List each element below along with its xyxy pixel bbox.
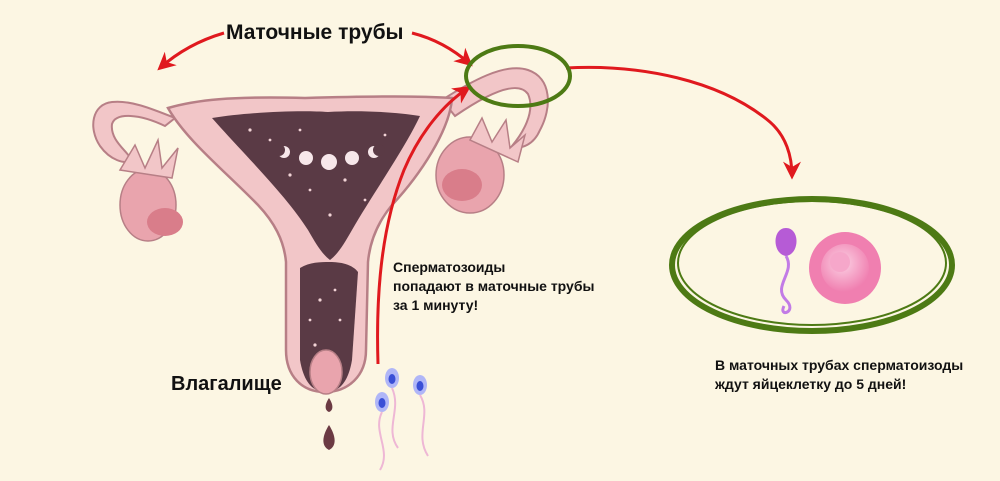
blood-drop-small bbox=[325, 398, 333, 412]
swimming-sperm bbox=[375, 368, 429, 471]
left-ovary bbox=[118, 137, 183, 242]
vagina-label: Влагалище bbox=[171, 373, 282, 395]
arrow-to-zoom bbox=[565, 65, 801, 180]
caption-line: за 1 минуту! bbox=[393, 297, 479, 313]
tube-highlight-ring bbox=[464, 44, 572, 108]
arrow-to-left-tube bbox=[157, 31, 225, 71]
left-fallopian-tube bbox=[92, 100, 177, 163]
zoom-highlight-ring-stroke bbox=[677, 200, 947, 326]
blood-drop-large bbox=[323, 425, 335, 450]
egg-cell bbox=[809, 232, 881, 304]
caption-line: В маточных трубах сперматоизоды bbox=[715, 357, 964, 373]
right-fallopian-tube bbox=[440, 67, 549, 149]
cavity-speckles bbox=[248, 128, 387, 347]
caption-line: Сперматозоиды bbox=[393, 259, 506, 275]
sperm-2 bbox=[375, 392, 389, 471]
sperm-travel-caption: Сперматозоиды попадают в маточные трубы … bbox=[393, 258, 594, 315]
vulva bbox=[309, 349, 343, 395]
sperm-1 bbox=[385, 368, 399, 449]
moon-phases bbox=[273, 144, 385, 170]
uterine-cavity bbox=[212, 111, 420, 260]
zoom-highlight-ring bbox=[669, 196, 955, 334]
caption-line: ждут яйцеклетку до 5 дней! bbox=[715, 376, 907, 392]
fallopian-tubes-label: Маточные трубы bbox=[226, 21, 404, 44]
sperm-in-tube bbox=[775, 228, 797, 315]
sperm-wait-caption: В маточных трубах сперматоизоды ждут яйц… bbox=[715, 356, 963, 394]
caption-line: попадают в маточные трубы bbox=[393, 278, 595, 294]
right-ovary bbox=[435, 116, 527, 214]
arrow-to-right-tube bbox=[411, 31, 473, 67]
sperm-3 bbox=[413, 375, 429, 457]
arrow-sperm-upward bbox=[376, 86, 471, 365]
